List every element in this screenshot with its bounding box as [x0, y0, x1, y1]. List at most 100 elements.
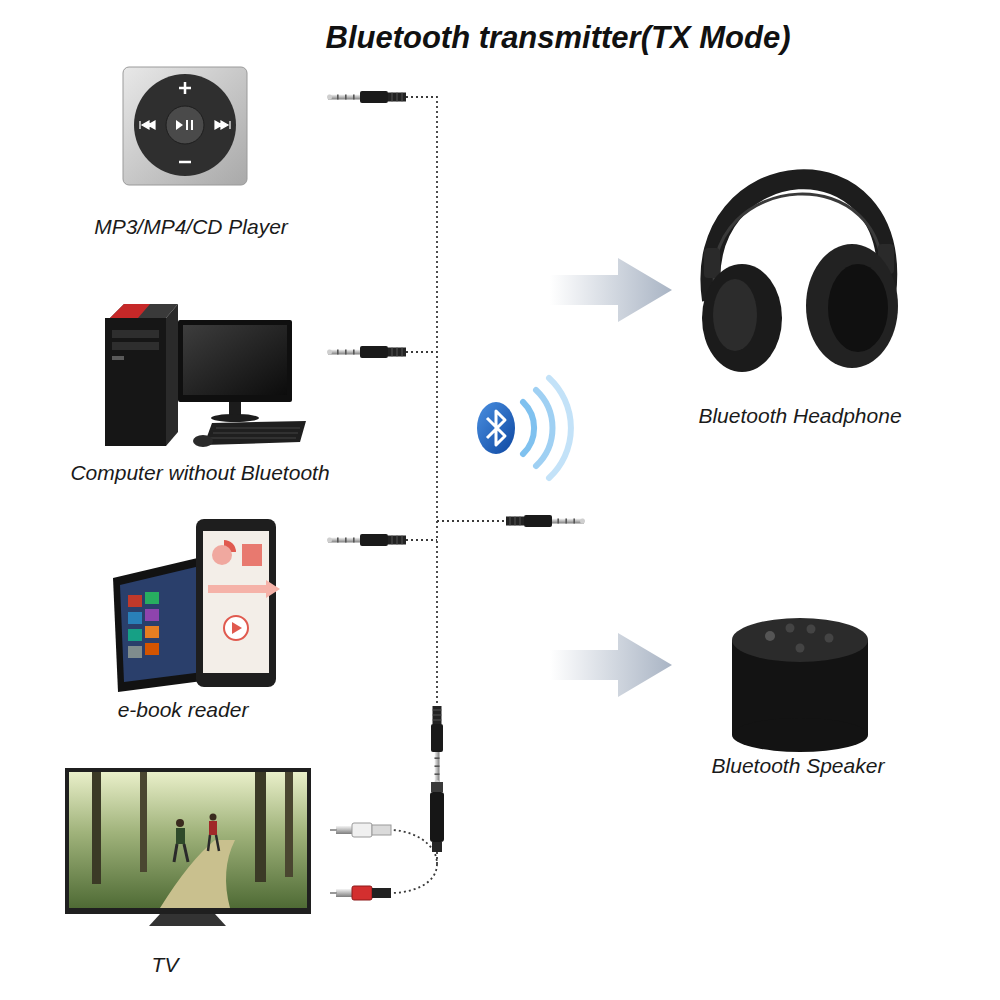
monitor-frame [178, 320, 292, 402]
hiker [208, 835, 219, 851]
back-tablet-screen [120, 566, 203, 682]
tv-stand [149, 914, 226, 926]
device-label: TV [148, 950, 183, 980]
speaker-top [732, 618, 868, 662]
player-body [123, 67, 247, 185]
tile [128, 646, 142, 658]
tower-button [112, 356, 124, 360]
rca-body [352, 823, 372, 837]
play-symbol [176, 120, 183, 130]
tile [145, 592, 159, 604]
bluetooth-rune [487, 411, 505, 445]
tree [285, 772, 293, 877]
drive-bay [112, 342, 159, 350]
arrow-shape [550, 633, 672, 697]
wire [437, 520, 505, 522]
mp3-player-icon [123, 67, 247, 185]
rca-pin [330, 892, 337, 894]
hiker [174, 844, 188, 862]
wire [406, 539, 437, 541]
plus-symbol [179, 82, 191, 94]
device-label: Bluetooth Headphone [694, 401, 905, 431]
back-tablet [113, 556, 210, 692]
pause-symbol [187, 120, 192, 130]
ebook-reader-icon [113, 519, 280, 692]
yoke [704, 248, 720, 278]
transmit-arrow [550, 258, 672, 322]
center-button [166, 106, 204, 144]
control-ring [134, 74, 236, 176]
tree [140, 772, 147, 872]
speaker-button [765, 631, 775, 641]
device-label: e-book reader [114, 695, 253, 725]
play-circle [224, 616, 248, 640]
device-caption: TV [152, 952, 179, 978]
tower-top [110, 304, 178, 318]
keyboard-keys [210, 428, 300, 438]
tv-frame [65, 768, 311, 914]
monitor-screen [183, 325, 287, 395]
device-label: Bluetooth Speaker [708, 751, 889, 781]
prev-symbol [140, 121, 155, 129]
speaker-icon [732, 618, 868, 752]
chart-block [242, 544, 262, 566]
ear-pad [828, 264, 888, 352]
rca-shell [336, 889, 352, 897]
bluetooth-badge [477, 402, 515, 454]
ear-cup [806, 244, 898, 368]
arrow-shape [550, 258, 672, 322]
audio-plug [327, 534, 406, 546]
signal-wave [523, 402, 534, 454]
rca-body [352, 886, 372, 900]
signal-wave [536, 390, 553, 466]
monitor-base [211, 414, 259, 422]
headphone-icon [702, 179, 898, 372]
speaker-bottom [732, 718, 868, 752]
tile [145, 626, 159, 638]
diagram-title: Bluetooth transmitter(TX Mode) [326, 19, 791, 57]
audio-plug [431, 706, 443, 785]
device-label: Computer without Bluetooth [66, 458, 333, 488]
tower-accent [110, 304, 150, 318]
ear-cup [702, 264, 782, 372]
audio-plug [327, 91, 406, 103]
signal-wave [549, 378, 571, 478]
rca-grip [372, 825, 391, 835]
hiker [209, 821, 217, 835]
tile [128, 612, 142, 624]
speaker-button [825, 634, 834, 643]
hiker [176, 819, 184, 827]
rca-pin [330, 829, 337, 831]
tower-side [166, 304, 178, 446]
device-caption: Bluetooth Headphone [698, 403, 901, 429]
front-tablet-screen [203, 531, 269, 673]
tv-icon [65, 768, 311, 926]
audio-wire [391, 97, 505, 893]
rca-grip [372, 888, 391, 898]
tower-front [105, 318, 166, 446]
computer-icon [105, 304, 306, 447]
device-caption: Bluetooth Speaker [712, 753, 885, 779]
arrow-band [208, 585, 266, 593]
wire [391, 864, 437, 893]
jack-tail [432, 842, 442, 852]
tree [92, 772, 101, 884]
audio-plug [327, 346, 406, 358]
rca-plug-red [330, 886, 391, 900]
device-caption: e-book reader [118, 697, 249, 723]
path [160, 840, 235, 908]
wire [406, 97, 437, 706]
keyboard [204, 421, 306, 445]
speaker-button [786, 624, 795, 633]
tile [128, 629, 142, 641]
device-caption: Computer without Bluetooth [70, 460, 329, 486]
audio-plug [506, 515, 585, 527]
pie-chart [212, 545, 232, 565]
minus-symbol [179, 161, 191, 164]
monitor-neck [229, 402, 241, 416]
front-tablet [196, 519, 276, 687]
next-symbol [215, 121, 230, 129]
hiker [210, 814, 217, 821]
